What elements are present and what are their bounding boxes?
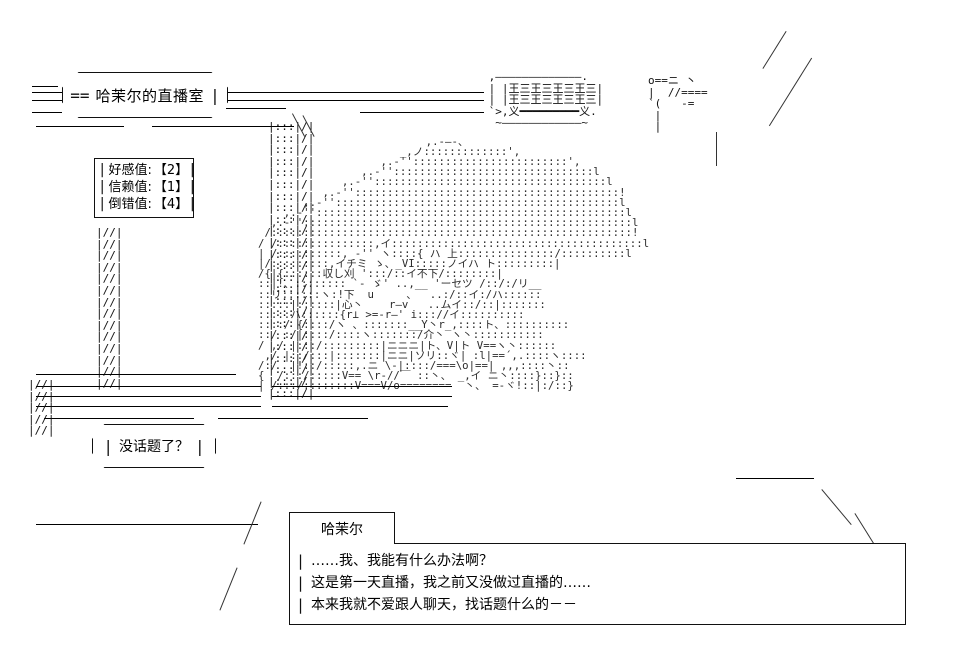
- rule-band-a: [36, 126, 124, 128]
- rule-top-left-c: [32, 86, 58, 88]
- stat-left-pipe: |: [98, 196, 107, 212]
- stat-label-affection: 好感值:: [108, 163, 152, 178]
- rule-lower-d2: [272, 406, 448, 408]
- dialogue-line: | 这是第一天直播，我之前又没做过直播的……: [296, 572, 901, 594]
- rule-top-mid-a: [226, 92, 484, 94]
- rule-lower-c2: [272, 396, 452, 398]
- rule-lower-d: [36, 406, 261, 408]
- stat-row-trust: | 信赖值: 【1】 |: [97, 179, 197, 196]
- rule-lower-a: [36, 374, 236, 376]
- dialogue-pipe: |: [296, 596, 306, 614]
- stat-label-perversion: 倒错值:: [108, 197, 152, 212]
- rule-band-b: [152, 126, 294, 128]
- page-title: 哈茉尔的直播室: [95, 86, 205, 105]
- dialogue-line: | 本来我就不爱跟人聊天，找话题什么的－－: [296, 594, 901, 616]
- rule-top-left-a: [32, 92, 66, 94]
- stat-right-pipe: |: [188, 179, 197, 195]
- dialogue-text: 本来我就不爱跟人聊天，找话题什么的－－: [311, 597, 578, 613]
- dialogue-text: 这是第一天直播，我之前又没做过直播的……: [311, 575, 592, 591]
- rule-top-mid-d: [360, 112, 484, 114]
- rule-lower-c: [36, 396, 261, 398]
- speaker-name-box: 哈茉尔: [289, 512, 395, 544]
- rule-top-mid-b: [226, 100, 484, 102]
- diagonal-right-beam: [768, 57, 813, 127]
- rule-lower-e2: [218, 418, 368, 420]
- dialogue-pipe: |: [296, 552, 306, 570]
- stat-row-affection: | 好感值: 【2】 |: [97, 162, 197, 179]
- stat-value-affection: 【2】: [153, 163, 189, 178]
- mid-rail-ascii: |:::|/| |:::|/| |:::|/| |:::|/| |:::|/| …: [268, 120, 315, 400]
- stat-right-pipe: |: [188, 162, 197, 178]
- rule-top-left-d: [32, 112, 62, 114]
- thought-text: 没话题了？: [119, 439, 189, 455]
- thought-left-pipe: |: [103, 436, 113, 456]
- rule-lower-e: [44, 418, 194, 420]
- title-plate-right-bar: |: [210, 85, 220, 105]
- rule-top-mid-c: [226, 108, 286, 110]
- title-plate-left-bar: ==: [70, 85, 90, 105]
- window-right-ascii: o==ニ 丶 | //==== `( -= | |: [648, 74, 708, 134]
- left-rail-ascii: |//| |//| |//| |//| |//| |//| |//| |//| …: [96, 226, 123, 390]
- status-panel: | 好感值: 【2】 | | 信赖值: 【1】 | | 倒错值: 【4】 |: [94, 158, 197, 218]
- dialogue-text: ……我、我能有什么办法啊？: [311, 553, 494, 569]
- character-ascii-art: ,.-―-、 _,ノ:::::::::::::', ,.-'':::::::::…: [258, 135, 650, 393]
- diagonal-floor-b: [219, 567, 238, 611]
- diagonal-topright: [762, 31, 787, 69]
- rule-lower-b2: [272, 386, 452, 388]
- stat-value-trust: 【1】: [153, 180, 189, 195]
- diagonal-floor-a: [243, 501, 262, 545]
- dialogue-line: | ……我、我能有什么办法啊？: [296, 550, 901, 572]
- speaker-name: 哈茉尔: [321, 521, 363, 538]
- dialogue-box[interactable]: | ……我、我能有什么办法啊？ | 这是第一天直播，我之前又没做过直播的…… |…: [289, 543, 906, 625]
- stat-right-pipe: |: [188, 196, 197, 212]
- stream-room-title-plate: == 哈茉尔的直播室 |: [62, 72, 228, 118]
- rule-floor: [36, 524, 258, 526]
- rule-right-ledge: [736, 478, 814, 480]
- lower-rail-ascii: |//| |//| |//| |//| |//|: [28, 378, 55, 438]
- thought-bubble-no-topic: | 没话题了？ |: [92, 424, 216, 468]
- stat-left-pipe: |: [98, 162, 107, 178]
- dialogue-pipe: |: [296, 574, 306, 592]
- stat-left-pipe: |: [98, 179, 107, 195]
- window-shutter-ascii: ,―――――――――――――. | |王三王三王三王三| | |王三王三王三王三…: [488, 70, 604, 130]
- stat-value-perversion: 【4】: [153, 197, 189, 212]
- rule-top-left-b: [32, 100, 66, 102]
- rule-right-post: [716, 132, 718, 166]
- stat-label-trust: 信赖值:: [108, 180, 152, 195]
- thought-right-pipe: |: [195, 436, 205, 456]
- rule-lower-b: [36, 386, 261, 388]
- stat-row-perversion: | 倒错值: 【4】 |: [97, 196, 197, 213]
- diagonal-right-ledge: [821, 488, 852, 526]
